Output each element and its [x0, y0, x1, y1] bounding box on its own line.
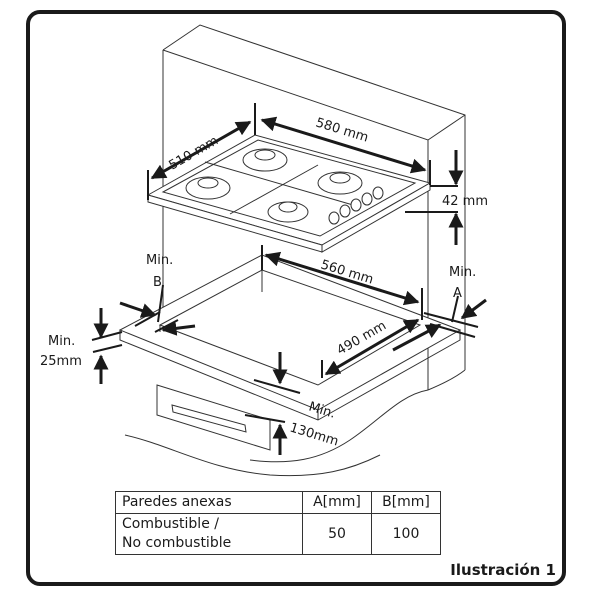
clearance-table: Paredes anexas A[mm] B[mm] Combustible /… — [115, 491, 441, 555]
burner — [267, 201, 309, 223]
min-b-label-line1: Min. — [146, 253, 173, 268]
dimension-lines — [91, 103, 487, 455]
width-580-label: 580 mm — [314, 115, 370, 145]
min-130-label-line1: Min. — [307, 399, 337, 421]
burner — [317, 171, 363, 195]
table-cell-a: 50 — [302, 513, 372, 555]
table-header: B[mm] — [371, 491, 441, 514]
height-42-label: 42 mm — [442, 194, 488, 209]
wall-type-line1: Combustible / — [122, 516, 219, 532]
min-a-label-line1: Min. — [449, 265, 476, 280]
min-130-label-line2: 130mm — [288, 420, 340, 449]
table-header: A[mm] — [302, 491, 372, 514]
min-25-label-line1: Min. — [48, 334, 75, 349]
diagram-frame — [26, 10, 566, 586]
burner — [185, 176, 231, 200]
control-knobs — [328, 186, 384, 225]
table-header-row: Paredes anexas A[mm] B[mm] — [115, 491, 441, 514]
table-row: Combustible / No combustible 50 100 — [115, 513, 441, 555]
min-25-label-line2: 25mm — [40, 354, 82, 369]
table-cell-b: 100 — [371, 513, 441, 555]
min-a-label-line2: A — [453, 286, 462, 301]
table-cell-wall-type: Combustible / No combustible — [115, 513, 303, 555]
table-header: Paredes anexas — [115, 491, 303, 514]
wall-type-line2: No combustible — [122, 535, 232, 551]
figure-caption: Ilustración 1 — [450, 561, 556, 579]
min-b-label-line2: B — [153, 275, 162, 290]
burner — [242, 148, 288, 172]
drawer — [124, 384, 381, 477]
